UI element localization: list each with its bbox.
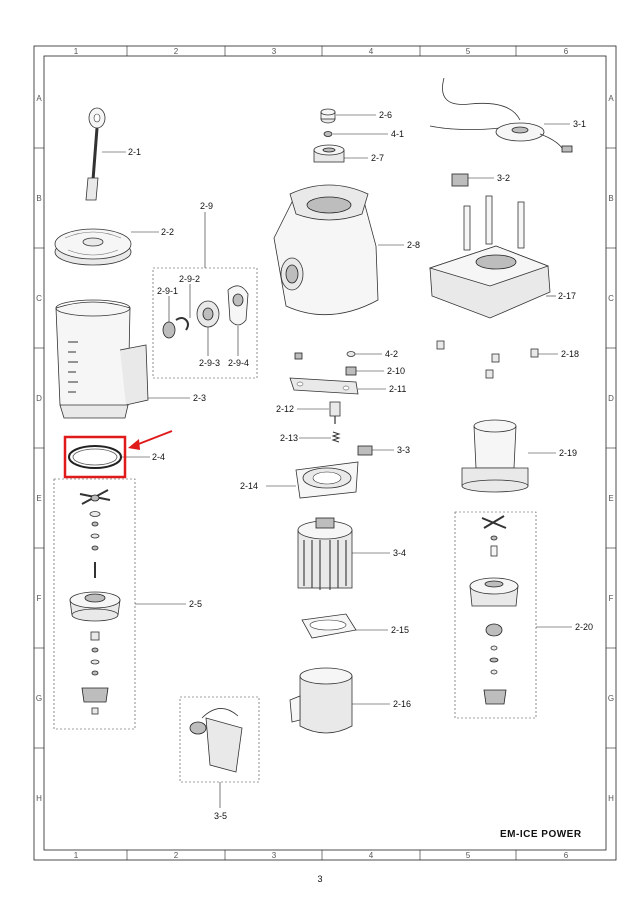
grid-row-left-H: H: [36, 794, 42, 803]
grid-col-bottom-1: 1: [74, 851, 79, 860]
grid-row-right-C: C: [608, 294, 614, 303]
grid-row-right-E: E: [608, 494, 613, 503]
model-title: EM-ICE POWER: [500, 829, 582, 840]
part-2-11-bracket: 2-11: [289, 377, 406, 395]
grid-col-top-1: 1: [74, 47, 79, 56]
part-2-16-fan-housing: 2-16: [289, 667, 411, 734]
part-4-2-washer: 4-2: [346, 349, 398, 359]
label-2-13: 2-13: [280, 433, 298, 443]
label-2-6: 2-6: [379, 110, 392, 120]
grid-col-bottom-4: 4: [369, 851, 374, 860]
grid-row-left-C: C: [36, 294, 42, 303]
label-3-5: 3-5: [214, 811, 227, 821]
part-3-1-power-cord: 3-1: [429, 77, 586, 153]
label-2-9-1: 2-9-1: [157, 286, 178, 296]
drawing-frame: 1 2 3 4 5 6 1 2 3 4 5 6 A B C D E F G H …: [33, 45, 617, 861]
label-4-1: 4-1: [391, 129, 404, 139]
part-2-12-switch: 2-12: [276, 401, 341, 424]
part-2-1-tamper: 2-1: [85, 107, 141, 201]
label-4-2: 4-2: [385, 349, 398, 359]
part-3-5-board: 3-5: [179, 696, 260, 821]
label-2-9-2: 2-9-2: [179, 274, 200, 284]
label-2-4: 2-4: [152, 452, 165, 462]
grid-row-right-F: F: [609, 594, 614, 603]
label-3-3: 3-3: [397, 445, 410, 455]
label-2-20: 2-20: [575, 622, 593, 632]
label-2-1: 2-1: [128, 147, 141, 157]
label-2-14: 2-14: [240, 481, 258, 491]
part-2-15-ring: 2-15: [301, 613, 409, 639]
label-2-9-4: 2-9-4: [228, 358, 249, 368]
part-2-10-bushing: 2-10: [345, 366, 405, 376]
highlight-arrow: [128, 430, 173, 450]
grid-row-left-G: G: [36, 694, 42, 703]
part-2-13-spring: 2-13: [280, 431, 341, 443]
part-3-4-motor: 3-4: [297, 517, 406, 590]
grid-col-bottom-2: 2: [174, 851, 179, 860]
grid-row-right-B: B: [608, 194, 613, 203]
grid-col-bottom-3: 3: [272, 851, 277, 860]
grid-col-top-5: 5: [466, 47, 471, 56]
part-2-8-housing: 2-8: [273, 184, 420, 316]
grid-col-bottom-6: 6: [564, 851, 569, 860]
page-number: 3: [317, 874, 322, 884]
part-2-2-lid: 2-2: [54, 227, 174, 266]
label-2-12: 2-12: [276, 404, 294, 414]
grid-row-left-D: D: [36, 394, 42, 403]
label-2-7: 2-7: [371, 153, 384, 163]
label-2-19: 2-19: [559, 448, 577, 458]
label-2-3: 2-3: [193, 393, 206, 403]
grid-col-bottom-5: 5: [466, 851, 471, 860]
grid-row-left-E: E: [36, 494, 41, 503]
part-2-19-cup: 2-19: [461, 419, 577, 493]
label-2-15: 2-15: [391, 625, 409, 635]
grid-col-top-3: 3: [272, 47, 277, 56]
grid-col-top-2: 2: [174, 47, 179, 56]
label-2-9-3: 2-9-3: [199, 358, 220, 368]
label-2-10: 2-10: [387, 366, 405, 376]
part-2-9-switch-group: 2-9 2-9-1 2-9-2 2-9-3 2-9-4: [152, 201, 258, 379]
part-small-nut: [294, 352, 303, 360]
label-2-8: 2-8: [407, 240, 420, 250]
label-2-18: 2-18: [561, 349, 579, 359]
grid-row-left-F: F: [37, 594, 42, 603]
label-3-4: 3-4: [393, 548, 406, 558]
label-3-1: 3-1: [573, 119, 586, 129]
label-2-9: 2-9: [200, 201, 213, 211]
label-2-17: 2-17: [558, 291, 576, 301]
grid-row-right-D: D: [608, 394, 614, 403]
grid-row-right-A: A: [608, 94, 614, 103]
label-2-16: 2-16: [393, 699, 411, 709]
grid-row-left-B: B: [36, 194, 41, 203]
label-2-2: 2-2: [161, 227, 174, 237]
label-2-5: 2-5: [189, 599, 202, 609]
grid-row-left-A: A: [36, 94, 42, 103]
part-3-3-sensor: 3-3: [357, 445, 410, 456]
highlight-box: [63, 435, 127, 479]
part-2-5-blade-assembly: 2-5: [53, 478, 202, 730]
grid-col-top-6: 6: [564, 47, 569, 56]
grid-row-right-H: H: [608, 794, 614, 803]
part-2-17-base: 2-17: [428, 195, 576, 319]
part-2-18-feet: 2-18: [436, 340, 579, 379]
part-2-6-foot: 2-6: [320, 108, 392, 124]
part-2-14-motor-mount: 2-14: [240, 461, 359, 499]
part-2-7-coupling: 2-7: [313, 144, 384, 163]
part-2-3-jug: 2-3: [55, 299, 206, 419]
part-4-1-screw: 4-1: [323, 129, 404, 139]
part-3-2-switch: 3-2: [451, 173, 510, 187]
label-3-2: 3-2: [497, 173, 510, 183]
label-2-11: 2-11: [389, 384, 406, 394]
grid-col-top-4: 4: [369, 47, 374, 56]
grid-row-right-G: G: [608, 694, 614, 703]
part-2-4-gasket: 2-4: [68, 445, 165, 469]
part-2-20-cup-blade-assembly: 2-20: [454, 511, 593, 719]
